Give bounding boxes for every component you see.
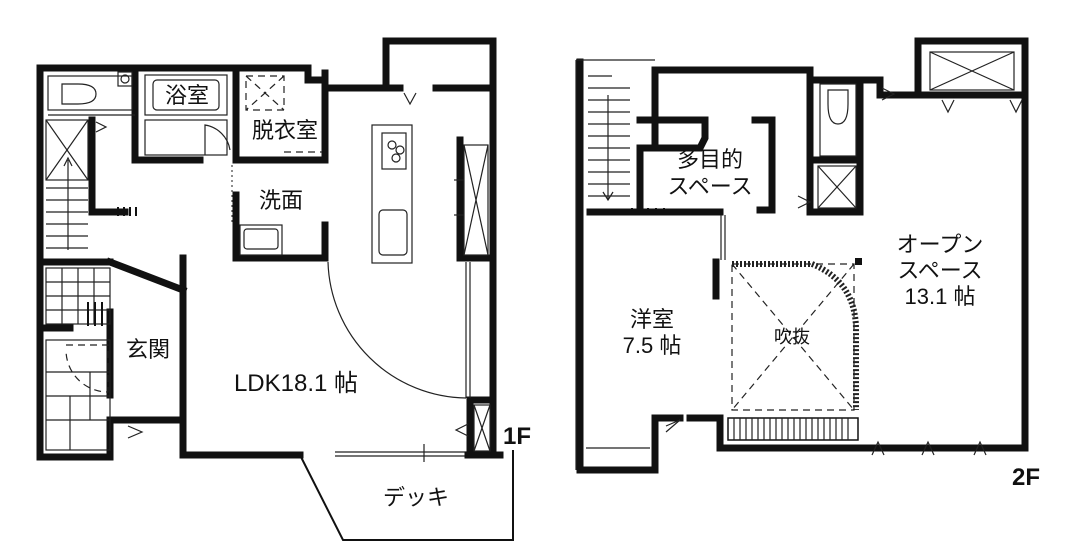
floor-2-exterior-walls [575, 37, 1029, 474]
western-room-label-line2: 7.5 帖 [623, 333, 682, 358]
washroom-label: 洗面 [259, 188, 303, 213]
void-railing [733, 418, 849, 440]
bath-label: 浴室 [165, 83, 209, 108]
void-label: 吹抜 [774, 327, 810, 347]
ldk-label: LDK18.1 帖 [234, 370, 358, 397]
deck-label: デッキ [383, 485, 449, 510]
floor-2-window-markers [665, 419, 987, 456]
floor-1-stairs [45, 119, 137, 250]
bathtub-fixture [144, 74, 231, 156]
wash-basin [231, 165, 283, 256]
void-area [712, 258, 862, 441]
open-space-label-line1: オープン [897, 232, 984, 257]
western-room-label-line1: 洋室 [630, 307, 674, 332]
ldk-door-swing [327, 92, 471, 399]
open-space-label-line2: スペース [897, 258, 982, 283]
floor-2-balcony-box [929, 51, 1023, 114]
floor-1-exterior-walls [36, 37, 504, 461]
floor-2-stairs [588, 75, 665, 214]
floor-2-plan: 多目的 スペース 洋室 7.5 帖 吹抜 オープン スペース 13.1 帖 2F [575, 37, 1040, 491]
dressing-room-label: 脱衣室 [252, 118, 318, 143]
floor-2-label: 2F [1012, 464, 1040, 491]
floor-1-label: 1F [503, 423, 531, 450]
multipurpose-label-line2: スペース [667, 174, 752, 199]
open-space-label-line3: 13.1 帖 [905, 284, 976, 309]
kitchen-counter [371, 124, 413, 264]
floor-2-toilet [797, 83, 896, 209]
entrance-area [45, 267, 144, 451]
dressing-storage-box [245, 75, 322, 153]
kitchen-storage [454, 144, 491, 452]
deck-area [299, 444, 514, 541]
entrance-label: 玄関 [126, 337, 170, 362]
floor-1-plan: 浴室 脱衣室 洗面 玄関 LDK18.1 帖 デッキ 1F [36, 37, 531, 541]
floor-1-interior-walls [36, 66, 497, 459]
multipurpose-label-line1: 多目的 [677, 147, 743, 172]
toilet-fixture [47, 71, 133, 111]
